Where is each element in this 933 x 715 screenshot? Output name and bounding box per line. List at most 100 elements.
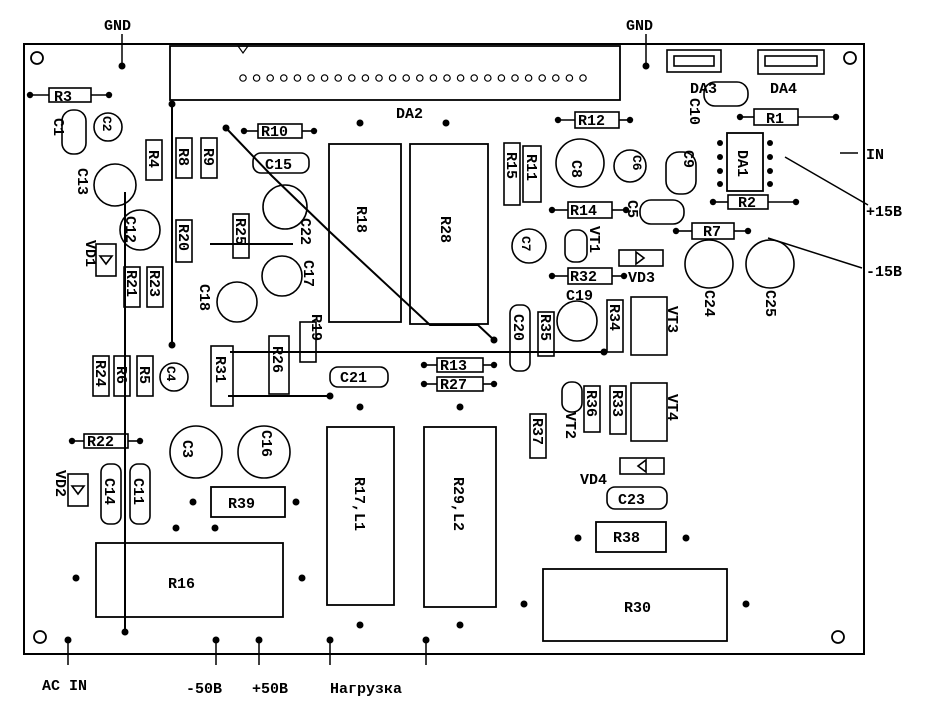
film-capacitors xyxy=(61,81,749,525)
r29-block xyxy=(423,426,497,608)
da2-pin xyxy=(483,74,492,82)
da4-connector xyxy=(757,49,825,75)
vd3-label: VD3 xyxy=(628,270,655,287)
da2-pin xyxy=(266,74,275,82)
c25-label: C25 xyxy=(761,290,778,317)
vd2-label: VD2 xyxy=(51,470,68,497)
r30-label: R30 xyxy=(624,600,651,617)
r30-block xyxy=(542,568,728,642)
da2-pin xyxy=(402,74,411,82)
r19-label: R19 xyxy=(307,314,324,341)
da2-pin xyxy=(511,74,519,82)
r15-label: R15 xyxy=(502,152,519,179)
vd1-label: VD1 xyxy=(81,240,98,267)
vt2-label: VT2 xyxy=(561,412,578,439)
r33-label: R33 xyxy=(608,390,625,417)
r21-label: R21 xyxy=(122,270,139,297)
c24-label: C24 xyxy=(700,290,717,317)
r10-label: R10 xyxy=(261,124,288,141)
r34-label: R34 xyxy=(605,304,622,331)
c3-label: C3 xyxy=(178,440,195,458)
r1-label: R1 xyxy=(766,111,784,128)
c18-label: C18 xyxy=(195,284,212,311)
da2-pin xyxy=(565,74,574,82)
electrolytic-capacitors xyxy=(93,112,795,479)
c19-label: C19 xyxy=(566,288,593,305)
c12-label: C12 xyxy=(121,216,138,243)
da2-pin xyxy=(443,74,451,82)
c15-label: C15 xyxy=(265,157,292,174)
r36-label: R36 xyxy=(582,390,599,417)
da2-pin xyxy=(579,74,587,82)
plus15-label: +15B xyxy=(866,204,902,221)
da3-label: DA3 xyxy=(690,81,717,98)
r7-label: R7 xyxy=(703,224,721,241)
da1-pins xyxy=(717,140,773,187)
da1-ic xyxy=(726,132,764,192)
da4-label: DA4 xyxy=(770,81,797,98)
diodes xyxy=(67,243,665,507)
da2-pin xyxy=(415,74,424,82)
transistors xyxy=(561,229,668,442)
r14-label: R14 xyxy=(570,203,597,220)
c7-label: C7 xyxy=(518,236,533,252)
vt4-label: VT4 xyxy=(663,394,680,421)
da2-label: DA2 xyxy=(396,106,423,123)
c17-label: C17 xyxy=(299,260,316,287)
c23-label: C23 xyxy=(618,492,645,509)
c6-label: C6 xyxy=(629,155,644,171)
da2-pin xyxy=(551,74,560,82)
traces xyxy=(124,104,604,632)
gnd-right-label: GND xyxy=(626,18,653,35)
da2-pin xyxy=(320,74,329,82)
r25-label: R25 xyxy=(231,218,248,245)
r32-label: R32 xyxy=(570,269,597,286)
da2-pin xyxy=(293,74,302,82)
da2-pin xyxy=(429,74,438,82)
r18-label: R18 xyxy=(352,206,369,233)
da1-label: DA1 xyxy=(733,150,750,177)
r2-label: R2 xyxy=(738,195,756,212)
r16-label: R16 xyxy=(168,576,195,593)
r17-block xyxy=(326,426,395,606)
r3-label: R3 xyxy=(54,89,72,106)
c2-label: C2 xyxy=(99,116,114,132)
r18-block xyxy=(328,143,402,323)
r11-label: R11 xyxy=(522,154,539,181)
da2-pin xyxy=(538,74,547,82)
in-label: IN xyxy=(866,147,884,164)
pads xyxy=(64,62,750,644)
minus15-label: -15B xyxy=(866,264,902,281)
da2-pin xyxy=(524,74,533,82)
da2-pin xyxy=(279,74,288,82)
r6-label: R6 xyxy=(112,366,129,384)
plus50-label: +50B xyxy=(252,681,288,698)
r38-block xyxy=(595,521,667,553)
da2-pin xyxy=(388,74,397,82)
c9-label: C9 xyxy=(679,150,696,168)
c1-label: C1 xyxy=(49,118,66,136)
vt3-label: VT3 xyxy=(663,306,680,333)
c5-label: C5 xyxy=(623,200,640,218)
c13-label: C13 xyxy=(73,168,90,195)
c4-label: C4 xyxy=(163,366,178,382)
r38-label: R38 xyxy=(613,530,640,547)
r9-label: R9 xyxy=(199,148,216,166)
r24-label: R24 xyxy=(91,360,108,387)
small-resistors-h xyxy=(30,87,836,449)
c14-label: C14 xyxy=(100,478,117,505)
mounting-holes xyxy=(30,51,857,644)
c8-label: C8 xyxy=(567,160,584,178)
da2-pin xyxy=(347,74,356,82)
r4-label: R4 xyxy=(144,150,161,168)
da2-pin xyxy=(239,74,247,82)
minus50-label: -50B xyxy=(186,681,222,698)
r8-label: R8 xyxy=(174,148,191,166)
ac-in-label: AC IN xyxy=(42,678,87,695)
da2-pin xyxy=(456,74,465,82)
r22-label: R22 xyxy=(87,434,114,451)
da2-pin xyxy=(307,74,315,82)
r23-label: R23 xyxy=(145,270,162,297)
r20-label: R20 xyxy=(174,224,191,251)
